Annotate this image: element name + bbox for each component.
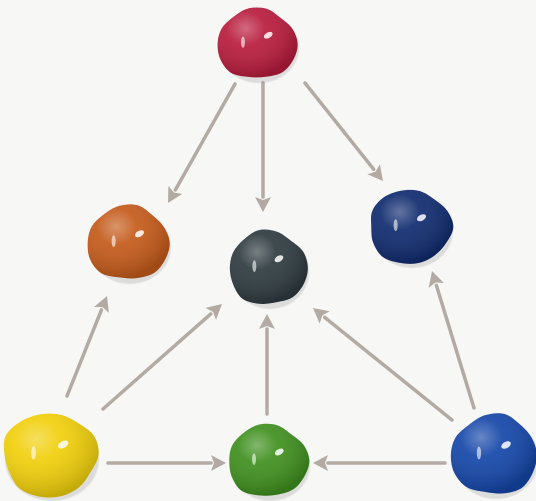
blob-highlight [252,260,256,272]
paint-blob-navy [371,190,453,268]
blob-highlight [252,453,256,465]
arrow-shaft [103,314,211,409]
arrow-red-to-gray [255,83,271,212]
blob-shading [218,7,298,77]
paint-blob-orange [88,204,171,284]
blob-shading [230,230,308,304]
arrow-shaft [436,285,474,408]
arrow-shaft [67,310,101,396]
blob-shading [451,413,536,493]
blob-highlight [477,447,481,460]
blob-highlight [31,446,36,459]
arrow-yellow-to-gray [103,304,222,409]
arrow-shaft [325,317,452,420]
arrow-shaft [305,83,374,169]
blob-highlight [394,219,398,231]
paint-blob-blue [451,413,536,499]
arrow-red-to-orange [168,84,235,203]
arrow-yellow-to-orange [67,296,109,396]
arrow-yellow-to-green [108,455,226,471]
arrow-head [211,455,226,471]
arrow-green-to-gray [259,314,275,414]
blob-highlight [241,37,245,48]
arrow-red-to-navy [305,83,383,181]
paint-blob-red [218,7,299,83]
arrow-blue-to-green [313,455,445,471]
paint-blob-green [229,424,310,501]
blob-shading [229,424,309,496]
arrow-blue-to-navy [429,271,474,408]
arrow-head [255,197,271,212]
paint-blob-yellow [4,414,99,501]
paint-blob-gray [230,230,309,309]
arrow-head [313,455,328,471]
blob-shading [88,204,170,278]
arrow-head [259,314,275,329]
paint-blob-layer [4,7,536,501]
arrow-blue-to-gray [313,308,452,420]
arrow-shaft [175,84,235,190]
blob-highlight [112,235,116,247]
